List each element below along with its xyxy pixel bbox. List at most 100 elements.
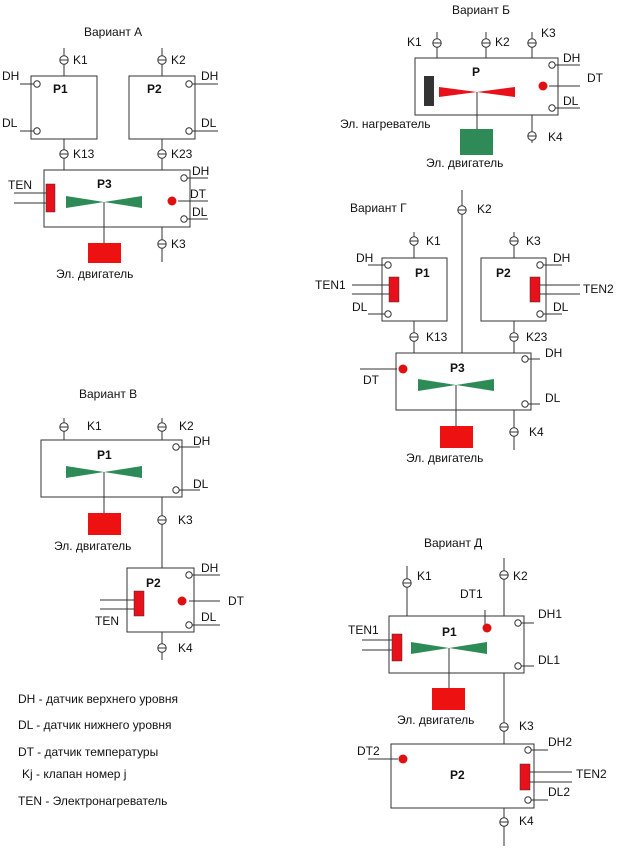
label-k1-a: K1: [73, 53, 88, 67]
valve-k13-g: [409, 332, 419, 342]
sensor-dl-p3-a: [180, 215, 188, 223]
variant-a-title: Вариант А: [84, 25, 142, 39]
label-k4-g: K4: [529, 425, 544, 439]
temp-sensor-dot-g: [398, 364, 408, 374]
label-k13-g: K13: [426, 330, 448, 344]
valve-k2-a: [157, 55, 167, 65]
temp-sensor-dot-b: [538, 81, 548, 91]
variant-b-title: Вариант Б: [452, 3, 510, 17]
sensor-dh-p2-v: [185, 571, 193, 579]
label-heater-b: Эл. нагреватель: [340, 117, 430, 131]
valve-k4-d: [499, 817, 509, 827]
label-dl-p2-v: DL: [201, 610, 217, 624]
legend-ten: TEN - Электронагреватель: [18, 794, 168, 808]
label-k4-v: K4: [178, 641, 193, 655]
label-dl1-d: DL1: [538, 653, 560, 667]
label-dl-p1-v: DL: [193, 477, 209, 491]
valve-k4-v: [157, 643, 167, 653]
label-dl-p3-g: DL: [545, 391, 561, 405]
label-p2-v: P2: [146, 576, 161, 590]
sensor-dl-p1-g: [384, 310, 392, 318]
label-dl2-d: DL2: [548, 785, 570, 799]
sensor-dh-p3-g: [521, 355, 529, 363]
sensor-dh-p2-g: [536, 261, 544, 269]
label-dl-p3-a: DL: [192, 205, 208, 219]
label-dt-g: DT: [363, 373, 380, 387]
label-motor-a: Эл. двигатель: [56, 267, 133, 281]
label-ten1-g: TEN1: [315, 278, 346, 292]
label-motor-b: Эл. двигатель: [426, 156, 503, 170]
valve-k3-g: [509, 236, 519, 246]
label-dl-p2-a: DL: [201, 116, 217, 130]
sensor-dl-p1-a: [33, 127, 41, 135]
sensor-dh-p3-a: [180, 174, 188, 182]
label-p2-d: P2: [450, 768, 465, 782]
label-p1-v: P1: [97, 448, 112, 462]
label-p1-d: P1: [442, 625, 457, 639]
label-dh-p1-g: DH: [356, 251, 373, 265]
label-k3-g: K3: [526, 234, 541, 248]
valve-k1-b: [432, 38, 442, 48]
motor-a: [88, 243, 121, 263]
label-motor-d: Эл. двигатель: [397, 713, 474, 727]
label-k4-b: K4: [548, 130, 563, 144]
valve-k1-a: [59, 55, 69, 65]
heater-ten-a: [45, 183, 56, 213]
label-dh-p3-a: DH: [192, 164, 209, 178]
motor-g: [440, 426, 473, 448]
legend-dt: DT - датчик температуры: [18, 745, 159, 759]
motor-d: [432, 688, 465, 710]
label-dt-p3-a: DT: [190, 187, 207, 201]
valve-k4-g: [509, 427, 519, 437]
label-dh-b: DH: [563, 51, 580, 65]
label-k13-a: K13: [73, 147, 95, 161]
label-dh-p1-a: DH: [2, 69, 19, 83]
valve-k3-d: [499, 722, 509, 732]
label-dl-p2-g: DL: [553, 300, 569, 314]
label-dh-p1-v: DH: [193, 434, 210, 448]
heater-ten-v: [133, 590, 145, 617]
label-k3-d: K3: [519, 719, 534, 733]
label-ten1-d: TEN1: [348, 623, 379, 637]
label-dl-p1-g: DL: [352, 300, 368, 314]
sensor-dl-p3-g: [521, 400, 529, 408]
label-motor-v: Эл. двигатель: [54, 539, 131, 553]
label-dh2-d: DH2: [548, 735, 572, 749]
label-p-b: P: [472, 65, 480, 79]
variant-a-parts: [33, 55, 193, 263]
sensor-dl-p2-a: [185, 127, 193, 135]
label-dh-p2-a: DH: [201, 69, 218, 83]
valve-k23-a: [157, 149, 167, 159]
sensor-dl1-d: [514, 662, 522, 670]
sensor-dl-p2-v: [185, 621, 193, 629]
label-k1-v: K1: [87, 419, 102, 433]
sensor-dh-p2-a: [185, 80, 193, 88]
valve-k3-v: [157, 515, 167, 525]
label-k2-d: K2: [513, 569, 528, 583]
valve-k3-a: [157, 239, 167, 249]
sensor-dh2-d: [524, 746, 532, 754]
el-heater-b: [424, 76, 434, 106]
sensor-dh-p1-g: [384, 261, 392, 269]
sensor-dl-p1-v: [172, 486, 180, 494]
label-k4-d: K4: [519, 814, 534, 828]
heater-ten1-d: [391, 633, 403, 662]
label-ten-v: TEN: [95, 614, 119, 628]
temp-sensor-dot-a: [167, 196, 177, 206]
label-k1-b: K1: [407, 35, 422, 49]
temp-sensor-dt1-d: [482, 623, 492, 633]
label-dl-b: DL: [563, 94, 579, 108]
heater-ten2-g: [529, 276, 541, 303]
sensor-dh-b: [548, 61, 556, 69]
sensor-dl2-d: [524, 796, 532, 804]
variant-b: [414, 32, 580, 143]
label-k3-a: K3: [171, 237, 186, 251]
label-k1-g: K1: [426, 234, 441, 248]
valve-k3-b: [527, 38, 537, 48]
label-k1-d: K1: [417, 569, 432, 583]
valve-k23-g: [509, 332, 519, 342]
label-ten2-d: TEN2: [576, 767, 607, 781]
motor-b: [460, 129, 493, 155]
label-dh-p2-g: DH: [553, 251, 570, 265]
